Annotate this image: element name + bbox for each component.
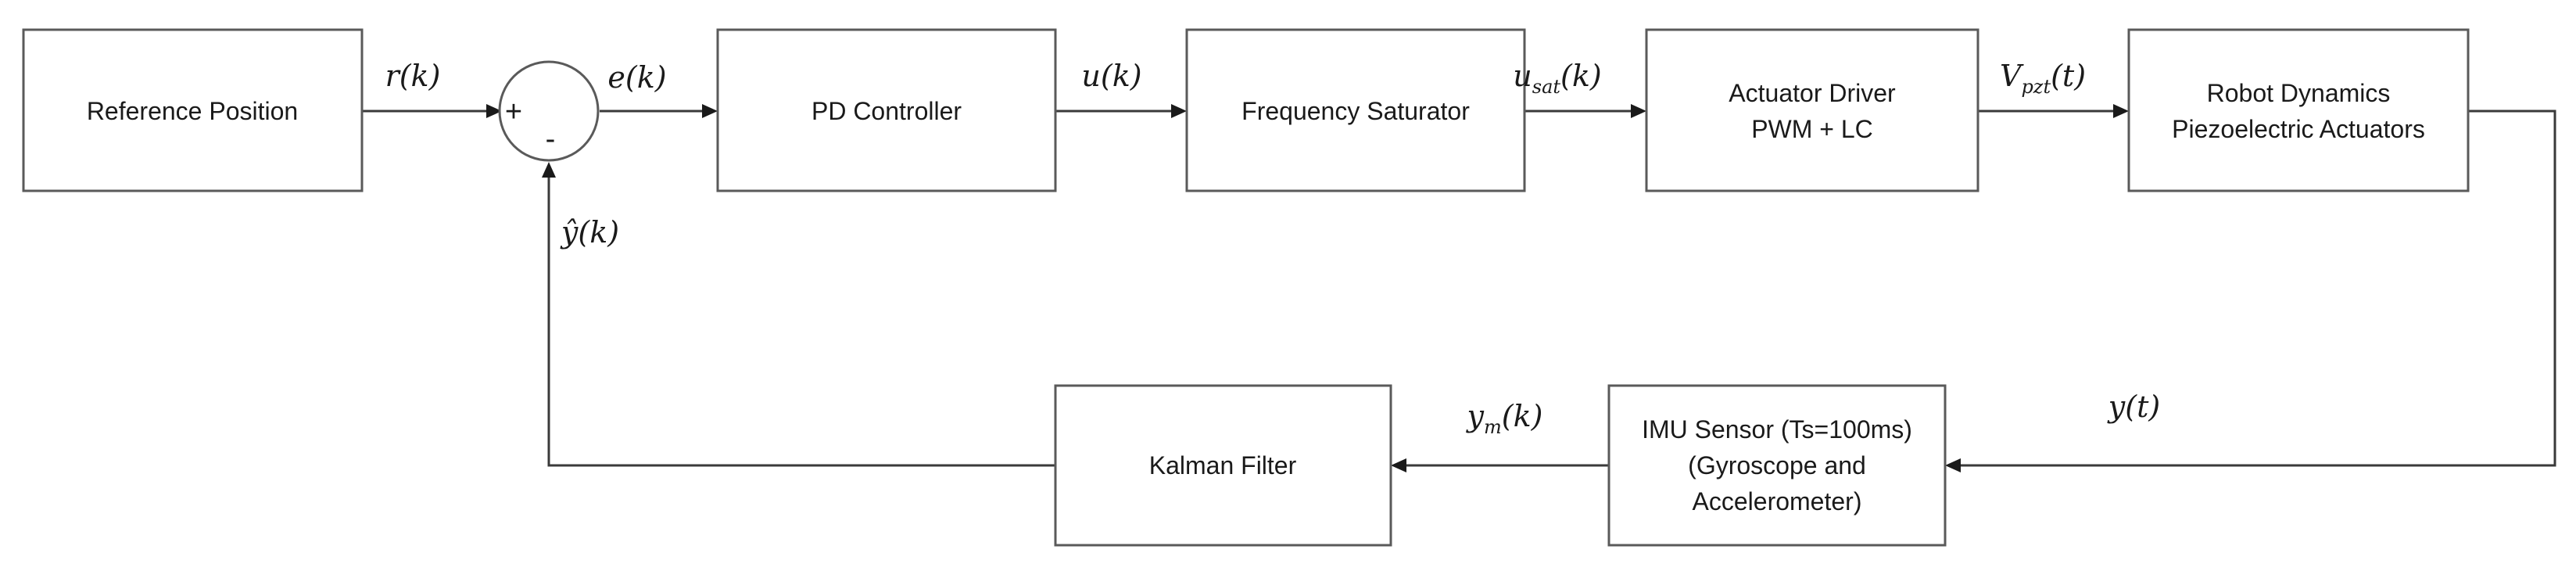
block-label-line: Robot Dynamics (2207, 79, 2391, 107)
arrowhead-vpzt (2113, 104, 2129, 118)
pd-controller-block: PD Controller (716, 28, 1057, 192)
signal-base: u (1513, 59, 1532, 93)
block-label-line: PD Controller (811, 97, 962, 125)
signal-arg: (k) (1560, 59, 1602, 93)
signal-arg: (k) (625, 60, 667, 95)
signal-label-u: u(k) (1081, 59, 1141, 93)
signal-label-y: y(t) (2107, 390, 2160, 424)
arrowhead-ym (1391, 458, 1406, 472)
signal-base: u (1081, 59, 1100, 93)
minus-sign: - (546, 123, 556, 156)
block-label-line: Reference Position (87, 97, 298, 125)
signal-arg: (k) (578, 215, 619, 250)
block-label-line: Piezoelectric Actuators (2172, 115, 2425, 143)
block-label: Reference Position (87, 97, 298, 125)
signal-base: e (607, 60, 625, 95)
block-label-line: Actuator Driver (1729, 79, 1896, 107)
signal-label-e: e(k) (607, 60, 666, 95)
signal-label-r: r(k) (385, 59, 441, 93)
arrowhead-e (702, 104, 718, 118)
arrowhead-r (486, 104, 502, 118)
arrowhead-yhat (542, 162, 556, 178)
signal-base: y (2107, 390, 2126, 424)
signal-sub: pzt (2021, 76, 2051, 98)
block-label: PD Controller (811, 97, 962, 125)
block-label-line: Frequency Saturator (1241, 97, 1470, 125)
signal-arg: (t) (2125, 390, 2160, 424)
signal-label-yhat: ŷ(k) (560, 215, 619, 250)
signal-arg: (k) (1502, 399, 1543, 433)
wire-y (1958, 110, 2556, 467)
arrowheads (486, 104, 2129, 472)
signal-label-vpzt: Vpzt(t) (2000, 59, 2086, 98)
wire-yhat (547, 177, 1055, 467)
plus-sign: + (505, 95, 522, 128)
signal-sub: m (1484, 416, 1502, 438)
block-label-line: IMU Sensor (Ts=100ms) (1642, 415, 1912, 444)
signal-arg: (t) (2051, 59, 2086, 93)
block-label-line: Accelerometer) (1693, 487, 1862, 515)
block-label: Kalman Filter (1149, 451, 1297, 479)
signal-base: y (1466, 399, 1485, 433)
signal-wires (362, 110, 2556, 467)
signal-base: r (385, 59, 402, 93)
signal-base: V (2000, 59, 2024, 93)
signal-label-ym: ym(k) (1466, 399, 1543, 438)
block-label-line: PWM + LC (1751, 115, 1873, 143)
block-label-line: (Gyroscope and (1688, 451, 1866, 479)
signal-label-usat: usat(k) (1513, 59, 1601, 98)
signal-arg: (k) (1101, 59, 1142, 93)
arrowhead-usat (1631, 104, 1646, 118)
signal-arg: (k) (399, 59, 441, 93)
arrowhead-u (1171, 104, 1187, 118)
summing-junction: + - (498, 60, 600, 162)
arrowhead-y (1945, 458, 1961, 472)
reference-position-block: Reference Position (22, 28, 364, 192)
kalman-filter-block: Kalman Filter (1054, 384, 1392, 547)
block-label-line: Kalman Filter (1149, 451, 1297, 479)
signal-sub: sat (1532, 76, 1561, 98)
signal-base: ŷ (560, 215, 579, 250)
block-label: Frequency Saturator (1241, 97, 1470, 125)
frequency-saturator-block: Frequency Saturator (1185, 28, 1526, 192)
